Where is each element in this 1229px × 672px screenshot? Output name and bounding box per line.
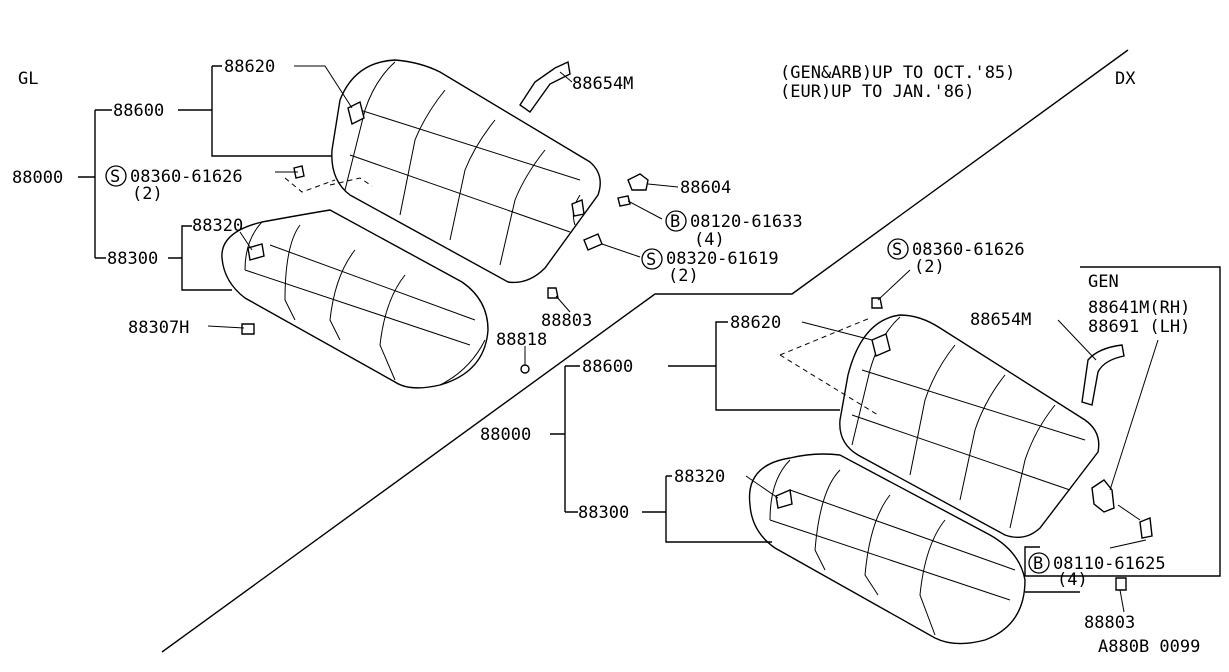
right-label-88600: 88600 [582, 357, 633, 377]
right-label-s-bolt-qty: (2) [914, 257, 945, 277]
left-label-88600: 88600 [113, 101, 164, 121]
left-label-s-bolt: 08360-61626 [130, 167, 243, 187]
left-label-s-bolt-qty: (2) [132, 184, 163, 204]
right-seat-cushion [748, 453, 1026, 645]
right-label-88320: 88320 [674, 467, 725, 487]
left-label-88803: 88803 [541, 311, 592, 331]
left-b-symbol [665, 210, 687, 232]
right-seat-backrest [839, 314, 1100, 538]
right-small-parts [775, 297, 1153, 591]
right-b-symbol [1028, 552, 1050, 574]
left-label-b-bolt: 08120-61633 [690, 212, 803, 232]
left-label-s-bolt2-qty: (2) [668, 266, 699, 286]
right-label-s-bolt: 08360-61626 [912, 240, 1025, 260]
right-label-b-bolt-qty: (4) [1057, 570, 1088, 590]
gen-box-title: GEN [1088, 272, 1119, 292]
right-leader-lines [550, 266, 1221, 613]
left-b-symbol-text: B [670, 212, 680, 232]
left-label-88000: 88000 [12, 168, 63, 188]
left-label-88818: 88818 [496, 330, 547, 350]
gen-label-rh: 88641M(RH) [1088, 298, 1190, 318]
left-label-88604: 88604 [680, 178, 731, 198]
right-b-symbol-text: B [1033, 554, 1043, 574]
left-label-b-bolt-qty: (4) [694, 230, 725, 250]
right-s-symbol [887, 238, 909, 260]
right-label-88000: 88000 [480, 425, 531, 445]
left-s-symbol-2 [641, 248, 663, 270]
reference-code: A880B 0099 [1098, 637, 1200, 657]
label-gl: GL [18, 69, 38, 89]
left-leader-lines [78, 65, 679, 365]
right-label-b-bolt: 08110-61625 [1053, 554, 1166, 574]
gen-label-lh: 88691 (LH) [1088, 317, 1190, 337]
left-s-symbol-2-text: S [646, 250, 656, 270]
right-label-88654m: 88654M [970, 310, 1031, 330]
left-label-s-bolt2: 08320-61619 [666, 249, 779, 269]
left-seat-cushion [221, 209, 489, 389]
note-gen-arb: (GEN&ARB)UP TO OCT.'85) [780, 63, 1015, 83]
left-label-88654m: 88654M [572, 74, 633, 94]
left-s-symbol-1-text: S [110, 167, 120, 187]
right-label-88620: 88620 [730, 313, 781, 333]
note-eur: (EUR)UP TO JAN.'86) [780, 82, 974, 102]
left-label-88620: 88620 [224, 57, 275, 77]
left-s-symbol-1 [105, 165, 127, 187]
right-label-88300: 88300 [578, 503, 629, 523]
left-label-88307h: 88307H [128, 318, 189, 338]
left-label-88320: 88320 [192, 216, 243, 236]
left-label-88300: 88300 [107, 249, 158, 269]
left-seat-backrest [331, 59, 601, 284]
section-divider-line [161, 49, 1129, 653]
label-dx: DX [1115, 69, 1136, 89]
right-s-symbol-text: S [892, 240, 902, 260]
right-label-88803: 88803 [1084, 613, 1135, 633]
